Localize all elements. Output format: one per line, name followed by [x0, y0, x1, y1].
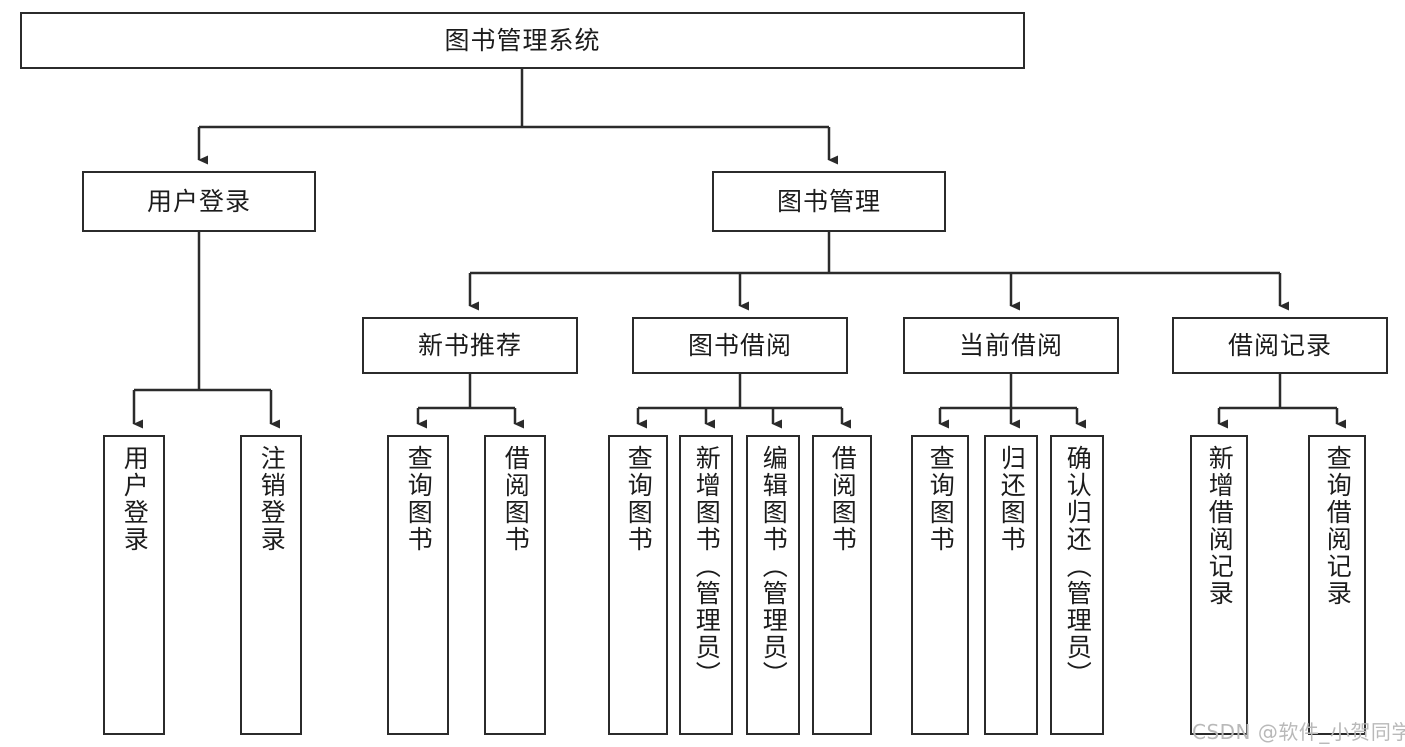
node-l-edit-book[interactable]: 编辑图书（管理员） — [746, 435, 800, 735]
node-label: 借阅图书 — [828, 445, 858, 553]
node-label: 确认归还（管理员） — [1063, 445, 1093, 688]
node-label: 注销登录 — [257, 445, 287, 553]
node-label: 新增图书（管理员） — [692, 445, 722, 688]
node-l-add-record[interactable]: 新增借阅记录 — [1190, 435, 1248, 735]
csdn-watermark: CSDN @软件_小贺同学 — [1192, 720, 1405, 744]
node-label: 用户登录 — [120, 445, 150, 553]
node-label: 查询借阅记录 — [1323, 445, 1353, 607]
node-label: 查询图书 — [624, 445, 654, 553]
node-label: 新增借阅记录 — [1205, 445, 1235, 607]
node-l-borrow-book-1[interactable]: 借阅图书 — [484, 435, 546, 735]
node-label: 借阅记录 — [1227, 330, 1332, 360]
node-l-query-book-3[interactable]: 查询图书 — [911, 435, 969, 735]
node-l-query-book-1[interactable]: 查询图书 — [387, 435, 449, 735]
node-n-book-borrow[interactable]: 图书借阅 — [632, 317, 848, 374]
node-root[interactable]: 图书管理系统 — [20, 12, 1025, 69]
node-label: 新书推荐 — [417, 330, 522, 360]
node-l-logout[interactable]: 注销登录 — [240, 435, 302, 735]
node-l-add-book[interactable]: 新增图书（管理员） — [679, 435, 733, 735]
node-l-user-login[interactable]: 用户登录 — [103, 435, 165, 735]
node-label: 归还图书 — [997, 445, 1027, 553]
node-label: 图书管理系统 — [444, 25, 601, 55]
node-l-query-book-2[interactable]: 查询图书 — [608, 435, 668, 735]
node-l-query-record[interactable]: 查询借阅记录 — [1308, 435, 1366, 735]
node-label: 图书借阅 — [687, 330, 792, 360]
node-n-user-login[interactable]: 用户登录 — [82, 171, 316, 232]
node-n-book-mgmt[interactable]: 图书管理 — [712, 171, 946, 232]
node-l-confirm-return[interactable]: 确认归还（管理员） — [1050, 435, 1104, 735]
node-n-borrow-record[interactable]: 借阅记录 — [1172, 317, 1388, 374]
node-label: 用户登录 — [146, 186, 251, 216]
node-label: 借阅图书 — [501, 445, 531, 553]
node-label: 图书管理 — [776, 186, 881, 216]
node-n-current-borrow[interactable]: 当前借阅 — [903, 317, 1119, 374]
node-label: 查询图书 — [926, 445, 956, 553]
node-n-new-book-rec[interactable]: 新书推荐 — [362, 317, 578, 374]
node-label: 当前借阅 — [958, 330, 1063, 360]
node-label: 查询图书 — [404, 445, 434, 553]
node-l-return-book[interactable]: 归还图书 — [984, 435, 1038, 735]
node-l-borrow-book-2[interactable]: 借阅图书 — [812, 435, 872, 735]
node-label: 编辑图书（管理员） — [759, 445, 789, 688]
